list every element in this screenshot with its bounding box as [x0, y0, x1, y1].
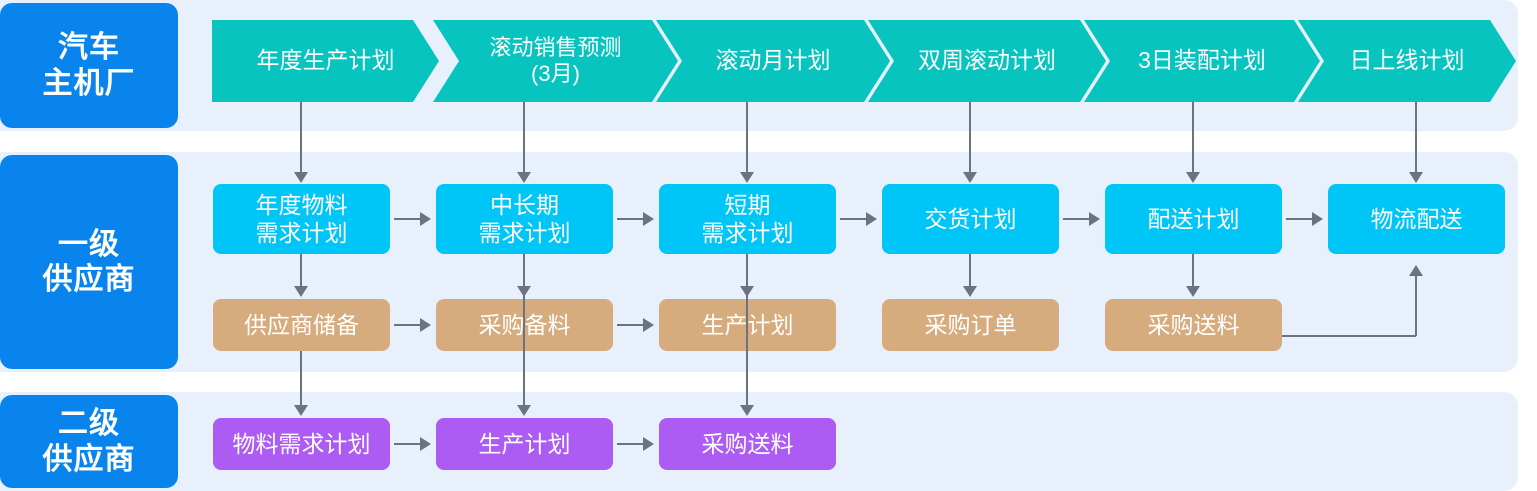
connector-line-annual-plan-down	[300, 102, 302, 173]
box-logistics-delivery[interactable]: 物流配送	[1328, 184, 1505, 254]
box-material-requirement-plan-tier2[interactable]: 物料需求计划	[213, 418, 390, 470]
arrow-head-sales-forecast-down	[517, 172, 531, 183]
chevron-step-three-day-assembly-plan[interactable]: 3日装配计划	[1084, 20, 1320, 102]
connector-line-tier2-2-3	[617, 443, 645, 445]
arrow-head-daily-plan-down	[1409, 172, 1423, 183]
arrow-head-cyan-4-5	[1089, 212, 1100, 226]
arrow-head-cyan-5-6	[1312, 212, 1323, 226]
arrow-head-cyan-1-2	[420, 212, 431, 226]
box-purchase-material-delivery-tier2[interactable]: 采购送料	[659, 418, 836, 470]
connector-line-sales-forecast-down	[523, 102, 525, 173]
box-annual-material-requirement-plan[interactable]: 年度物料 需求计划	[213, 184, 390, 254]
arrow-head-cyan1-tan1	[294, 286, 308, 297]
box-short-term-requirement-plan[interactable]: 短期 需求计划	[659, 184, 836, 254]
arrow-head-tier2-1-2	[420, 437, 431, 451]
connector-line-shortterm-to-tier2-delivery	[746, 254, 748, 406]
lane-label-tier2: 二级 供应商	[0, 395, 178, 488]
arrow-head-shortterm-to-tier2-delivery	[740, 405, 754, 416]
connector-line-cyan1-tan1	[300, 254, 302, 287]
box-delivery-plan[interactable]: 交货计划	[882, 184, 1059, 254]
lane-label-oem: 汽车 主机厂	[0, 3, 178, 128]
chevron-step-rolling-sales-forecast[interactable]: 滚动销售预测 (3月)	[433, 20, 678, 102]
connector-line-biweekly-plan-down	[969, 102, 971, 173]
connector-line-assembly-plan-down	[1192, 102, 1194, 173]
connector-line-material-delivery-to-logistics-vertical	[1415, 276, 1417, 336]
arrow-head-assembly-plan-down	[1186, 172, 1200, 183]
chevron-step-rolling-monthly-plan[interactable]: 滚动月计划	[656, 20, 890, 102]
box-midlong-term-requirement-plan[interactable]: 中长期 需求计划	[436, 184, 613, 254]
connector-line-tan-2-3	[617, 324, 645, 326]
chevron-step-annual-production-plan[interactable]: 年度生产计划	[212, 20, 439, 102]
arrow-head-tier2-2-3	[643, 437, 654, 451]
connector-line-midlong-to-tier2-production	[523, 254, 525, 406]
arrow-head-cyan-2-3	[643, 212, 654, 226]
connector-line-cyan-1-2	[394, 218, 422, 220]
lane-label-tier1: 一级 供应商	[0, 155, 178, 369]
connector-line-daily-plan-down	[1415, 102, 1417, 173]
box-supplier-reserve[interactable]: 供应商储备	[213, 299, 390, 351]
arrow-head-tan-1-2	[420, 318, 431, 332]
arrow-head-monthly-plan-down	[740, 172, 754, 183]
arrow-head-midlong-to-tier2-production	[517, 405, 531, 416]
connector-line-cyan4-tan4	[969, 254, 971, 287]
arrow-head-biweekly-plan-down	[963, 172, 977, 183]
connector-line-cyan-3-4	[840, 218, 868, 220]
arrow-head-material-delivery-to-logistics	[1409, 265, 1423, 276]
box-purchase-material-delivery-tier1[interactable]: 采购送料	[1105, 299, 1282, 351]
arrow-head-cyan5-tan5	[1186, 286, 1200, 297]
box-production-plan-tier2[interactable]: 生产计划	[436, 418, 613, 470]
arrow-head-annual-plan-down	[294, 172, 308, 183]
arrow-head-cyan-3-4	[866, 212, 877, 226]
connector-line-tan-1-2	[394, 324, 422, 326]
arrow-head-tan-2-3	[643, 318, 654, 332]
arrow-head-supplier-reserve-to-tier2-mrp	[294, 405, 308, 416]
connector-line-cyan-4-5	[1063, 218, 1091, 220]
box-purchase-order[interactable]: 采购订单	[882, 299, 1059, 351]
connector-line-cyan-5-6	[1286, 218, 1314, 220]
connector-line-cyan-2-3	[617, 218, 645, 220]
chevron-step-daily-line-plan[interactable]: 日上线计划	[1298, 20, 1516, 102]
connector-line-tier2-1-2	[394, 443, 422, 445]
connector-line-supplier-reserve-to-tier2-mrp	[300, 351, 302, 406]
connector-line-monthly-plan-down	[746, 102, 748, 173]
connector-line-cyan5-tan5	[1192, 254, 1194, 287]
arrow-head-cyan4-tan4	[963, 286, 977, 297]
box-distribution-plan[interactable]: 配送计划	[1105, 184, 1282, 254]
connector-line-material-delivery-to-logistics-horizontal	[1282, 335, 1416, 337]
chevron-step-biweekly-rolling-plan[interactable]: 双周滚动计划	[868, 20, 1106, 102]
